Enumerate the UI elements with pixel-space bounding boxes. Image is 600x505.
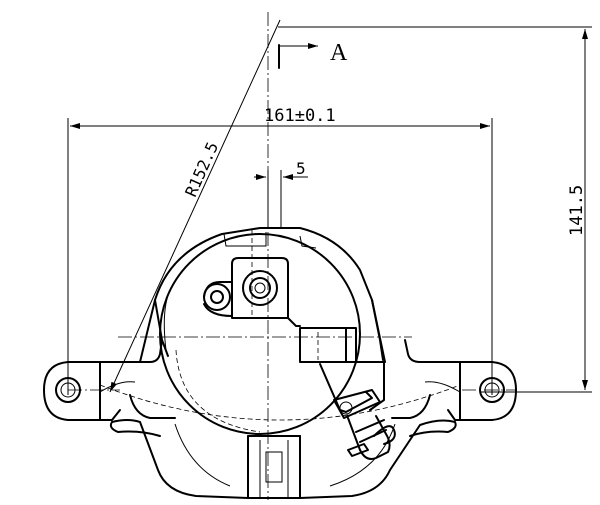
center-lines — [68, 12, 515, 500]
offset-dimension: 5 — [254, 159, 308, 228]
height-dimension-label: 141.5 — [567, 185, 587, 236]
radius-dimension: R152.5 — [109, 19, 281, 393]
offset-dimension-label: 5 — [296, 159, 306, 178]
height-dimension: 141.5 — [278, 26, 592, 393]
section-view-marker: A — [278, 40, 348, 69]
width-dimension-label: 161±0.1 — [264, 106, 336, 126]
width-dimension: 161±0.1 — [67, 106, 493, 395]
caliper-body — [43, 227, 517, 499]
radius-dimension-label: R152.5 — [181, 139, 222, 200]
view-label: A — [330, 40, 348, 66]
hidden-lines — [251, 230, 319, 360]
